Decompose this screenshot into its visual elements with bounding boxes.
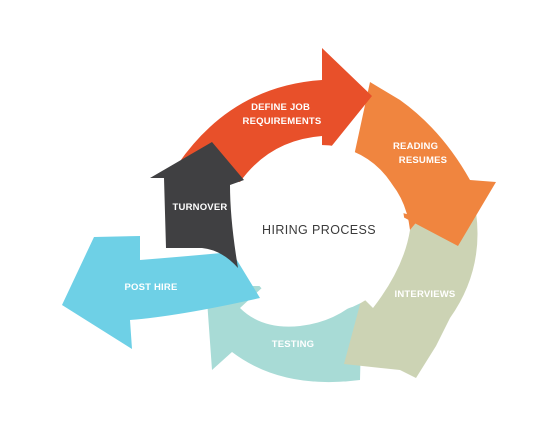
reading-resumes-arrow [354,82,496,246]
post-hire-label: POST HIRE [124,282,177,293]
center-disc [237,145,405,313]
turnover-arrow [150,142,244,268]
define-job-requirements-label: DEFINE JOB REQUIREMENTS [243,102,322,127]
interviews-arrow [344,212,478,378]
interviews-label: INTERVIEWS [395,289,456,300]
center-title: HIRING PROCESS [262,223,376,237]
post-hire-arrow [62,236,260,349]
reading-resumes-label: READING RESUMES [393,141,447,166]
testing-arrow [206,286,362,383]
testing-label: TESTING [272,339,315,350]
turnover-label: TURNOVER [173,202,228,213]
